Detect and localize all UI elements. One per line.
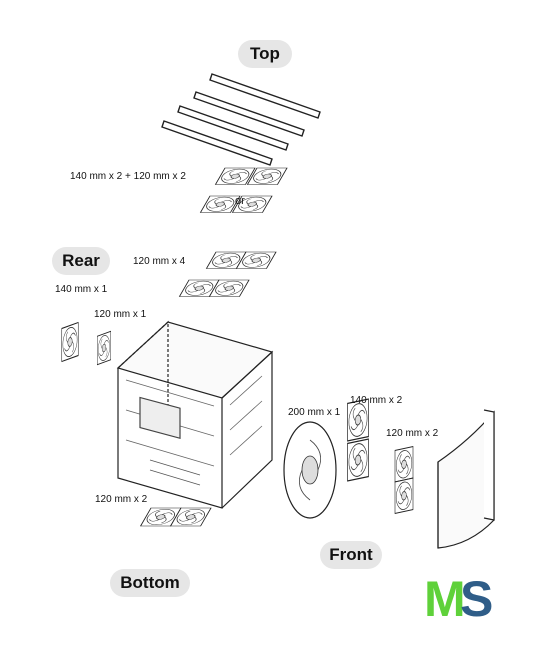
section-front: Front — [320, 541, 382, 569]
label-front-140: 140 mm x 2 — [350, 395, 403, 406]
ms-logo: M S — [424, 574, 504, 624]
logo-m: M — [424, 571, 466, 627]
label-rear-140: 140 mm x 1 — [55, 284, 108, 295]
bottom-fan-panel — [140, 507, 212, 527]
top-fan-120-row2 — [178, 279, 250, 298]
label-or: or — [235, 195, 245, 207]
section-rear: Rear — [52, 247, 110, 275]
top-fan-panel-upper — [214, 167, 288, 186]
top-fan-120-row1 — [205, 251, 277, 270]
section-bottom: Bottom — [110, 569, 190, 597]
rear-fan-120 — [96, 330, 112, 366]
label-bottom-120: 120 mm x 2 — [95, 494, 148, 505]
top-rails — [161, 73, 321, 166]
front-fan-200 — [283, 421, 337, 519]
front-bezel — [437, 409, 495, 549]
front-fan-140-pair — [346, 398, 370, 482]
label-front-120: 120 mm x 2 — [386, 428, 439, 439]
label-front-200: 200 mm x 1 — [288, 407, 341, 418]
label-top-120: 120 mm x 4 — [133, 256, 186, 267]
label-top-fans: 140 mm x 2 + 120 mm x 2 — [70, 171, 186, 182]
label-rear-120: 120 mm x 1 — [94, 309, 147, 320]
case-chassis — [116, 320, 274, 509]
logo-s: S — [460, 571, 494, 627]
front-fan-120-pair — [394, 446, 414, 514]
section-top: Top — [238, 40, 292, 68]
rear-fan-140 — [61, 321, 79, 363]
